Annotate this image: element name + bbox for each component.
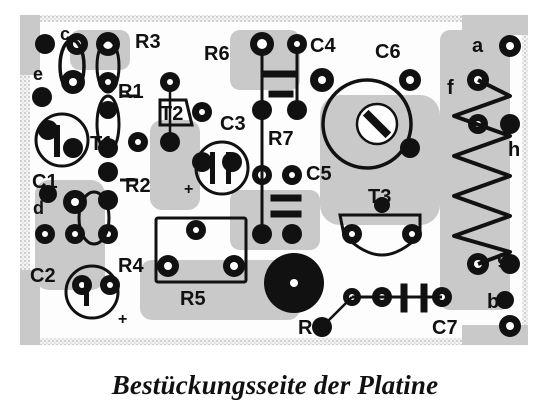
transistor-marks [54, 125, 231, 306]
label-r1: R1 [118, 81, 144, 103]
label-f: f [447, 77, 454, 99]
label-h: h [508, 139, 520, 161]
large-ground-pad-hole [290, 279, 298, 287]
label-r6: R6 [204, 43, 230, 65]
label-c2: C2 [30, 265, 56, 287]
coil-inductor [452, 78, 512, 266]
label-g: g [497, 247, 509, 269]
label-c1: C1 [32, 171, 58, 193]
label-c3: C3 [220, 113, 246, 135]
label-r8: R8 [298, 317, 324, 339]
label-r2: R2 [125, 175, 151, 197]
label-t2: T2 [160, 103, 183, 125]
label-d: d [33, 198, 44, 218]
label-c6: C6 [375, 41, 401, 63]
drill-holes [42, 39, 514, 330]
label-t1: T1 [90, 133, 113, 155]
pcb-component-layout: R3 R1 T2 T1 R2 C1 C2 R4 R5 R6 C4 C6 C3 R… [20, 15, 528, 345]
label-e: e [33, 64, 43, 84]
label-c4: C4 [310, 35, 336, 57]
board-caption: Bestückungsseite der Platine [111, 370, 439, 400]
label-b: b [487, 291, 499, 313]
label-r5: R5 [180, 288, 206, 310]
trimmer-screw [355, 102, 399, 146]
label-plus-c3: + [184, 181, 193, 198]
solder-pads [32, 32, 521, 337]
label-t3: T3 [368, 186, 391, 208]
component-labels: R3 R1 T2 T1 R2 C1 C2 R4 R5 R6 C4 C6 C3 R… [30, 24, 520, 339]
label-a: a [472, 35, 484, 57]
label-c5: C5 [306, 163, 332, 185]
label-c: c [60, 24, 70, 44]
label-plus-c2: + [118, 311, 127, 328]
label-c7: C7 [432, 317, 458, 339]
label-r7: R7 [268, 128, 294, 150]
component-outlines [34, 38, 442, 328]
label-r3: R3 [135, 31, 161, 53]
label-r4: R4 [118, 255, 144, 277]
